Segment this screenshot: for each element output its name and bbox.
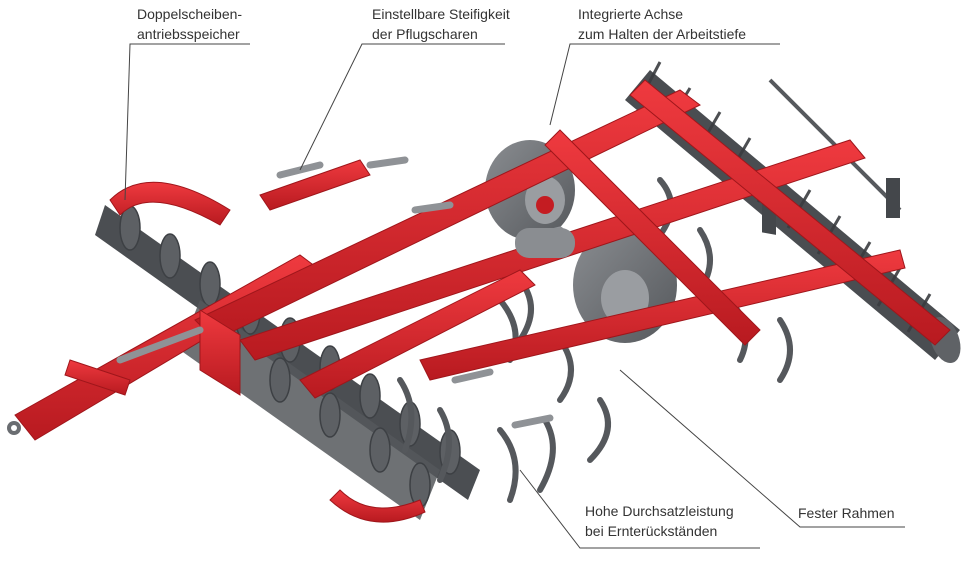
- leader-lines: [124, 43, 905, 549]
- callout-durchsatz: Hohe Durchsatzleistung bei Ernterückstän…: [585, 503, 734, 539]
- callout-rahmen: Fester Rahmen: [798, 505, 895, 521]
- callout-doppelscheiben: Doppelscheiben- antriebsspeicher: [137, 6, 243, 42]
- accumulator-tank: [515, 228, 575, 258]
- callout-achse: Integrierte Achse zum Halten der Arbeits…: [578, 6, 747, 42]
- main-frame: [14, 79, 951, 523]
- callout-steifigkeit: Einstellbare Steifigkeit der Pflugschare…: [372, 6, 510, 42]
- drawbar-eye: [7, 421, 21, 435]
